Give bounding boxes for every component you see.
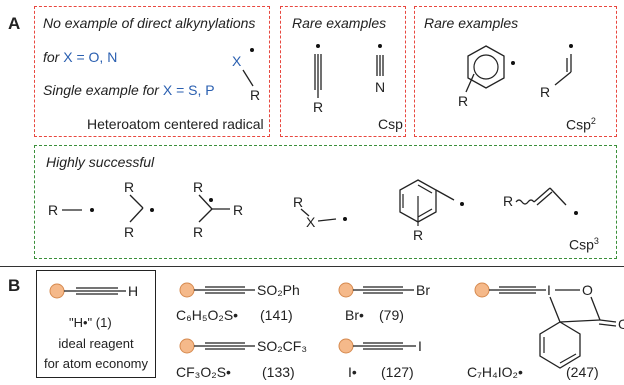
svg-text:I: I bbox=[418, 338, 422, 354]
csp3-box bbox=[34, 145, 617, 259]
ideal-radical-label: "H•" (1) bbox=[69, 315, 112, 330]
svg-text:R: R bbox=[124, 224, 134, 240]
radical-dot bbox=[511, 61, 515, 65]
bond bbox=[242, 69, 254, 87]
csp2-label: Csp2 bbox=[566, 116, 596, 133]
svg-text:R: R bbox=[48, 202, 58, 218]
radical-dot bbox=[569, 44, 573, 48]
svg-text:R: R bbox=[293, 194, 303, 210]
svg-text:(79): (79) bbox=[379, 307, 404, 323]
svg-text:R: R bbox=[413, 227, 423, 243]
svg-text:R: R bbox=[503, 193, 513, 209]
svg-text:R: R bbox=[233, 202, 243, 218]
panel-b-letter: B bbox=[8, 276, 21, 295]
svg-text:R: R bbox=[124, 179, 134, 195]
section-divider bbox=[0, 266, 624, 267]
radical-dot bbox=[90, 208, 94, 212]
radical-dot bbox=[150, 208, 154, 212]
csp2-title: Rare examples bbox=[424, 15, 519, 31]
hetero-line3: Single example for X = S, P bbox=[43, 82, 215, 98]
hetero-line1: No example of direct alkynylations bbox=[43, 15, 256, 31]
svg-text:X: X bbox=[306, 214, 316, 230]
bead bbox=[179, 338, 195, 354]
radical-dot bbox=[250, 48, 254, 52]
csp2-r-label2: R bbox=[540, 84, 550, 100]
svg-text:SO₂Ph: SO₂Ph bbox=[257, 282, 300, 298]
radical-dot bbox=[574, 211, 578, 215]
svg-text:Br: Br bbox=[416, 282, 430, 298]
csp3-label: Csp3 bbox=[569, 236, 599, 253]
svg-text:(247): (247) bbox=[566, 364, 599, 380]
svg-text:(133): (133) bbox=[262, 364, 295, 380]
svg-text:SO₂CF₃: SO₂CF₃ bbox=[257, 338, 307, 354]
svg-text:O: O bbox=[618, 316, 624, 332]
hetero-line2: for X = O, N bbox=[43, 49, 118, 65]
radical-dot bbox=[378, 44, 382, 48]
radical-dot bbox=[460, 202, 464, 206]
hetero-caption: Heteroatom centered radical bbox=[87, 116, 264, 132]
hetero-x-label: X bbox=[232, 53, 242, 69]
csp2-r-label1: R bbox=[458, 93, 468, 109]
bead bbox=[474, 282, 490, 298]
csp-box bbox=[280, 6, 406, 137]
bead bbox=[338, 338, 354, 354]
svg-text:Br•: Br• bbox=[345, 307, 364, 323]
radical-dot bbox=[209, 198, 213, 202]
svg-text:C₆H₅O₂S•: C₆H₅O₂S• bbox=[176, 307, 238, 323]
svg-text:C₇H₄IO₂•: C₇H₄IO₂• bbox=[467, 364, 523, 380]
svg-text:(127): (127) bbox=[381, 364, 414, 380]
svg-text:R: R bbox=[193, 179, 203, 195]
bead bbox=[338, 282, 354, 298]
radical-dot bbox=[316, 44, 320, 48]
svg-text:I•: I• bbox=[348, 364, 357, 380]
bead bbox=[49, 283, 65, 299]
heteroatom-box bbox=[34, 6, 270, 137]
svg-text:H: H bbox=[128, 283, 138, 299]
svg-text:(141): (141) bbox=[260, 307, 293, 323]
svg-text:O: O bbox=[582, 282, 593, 298]
ideal-line2: for atom economy bbox=[43, 356, 149, 371]
csp3-title: Highly successful bbox=[46, 154, 155, 170]
svg-text:CF₃O₂S•: CF₃O₂S• bbox=[176, 364, 231, 380]
csp-r-label: R bbox=[313, 99, 323, 115]
svg-text:I: I bbox=[547, 282, 551, 298]
csp-label: Csp bbox=[378, 116, 403, 132]
csp-n-label: N bbox=[375, 79, 385, 95]
ideal-line1: ideal reagent bbox=[58, 336, 134, 351]
bead bbox=[179, 282, 195, 298]
csp-title: Rare examples bbox=[292, 15, 387, 31]
radical-dot bbox=[343, 217, 347, 221]
ideal-reagent-box bbox=[36, 270, 156, 378]
hetero-r-label: R bbox=[250, 87, 260, 103]
svg-text:R: R bbox=[193, 224, 203, 240]
csp2-box bbox=[414, 6, 617, 137]
panel-a-letter: A bbox=[8, 14, 21, 33]
